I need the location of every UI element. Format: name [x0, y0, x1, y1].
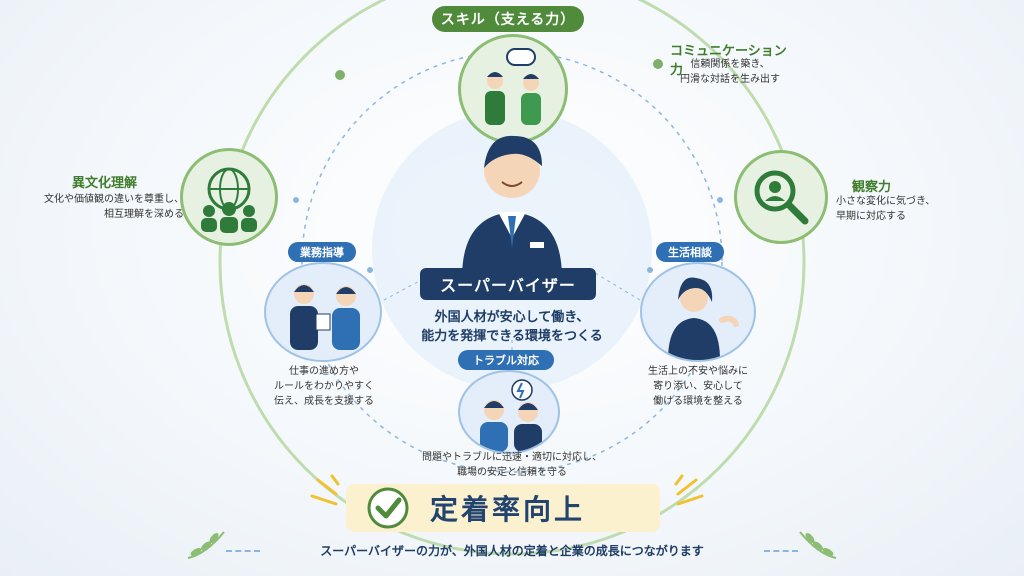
trouble-icon [458, 370, 560, 454]
laurel-right-icon [799, 531, 837, 559]
mission-line1: 外国人材が安心して働き、 [434, 310, 590, 325]
communication-title: コミュニケーション力 [670, 44, 787, 78]
magnifier-person-icon [734, 150, 828, 244]
result-text: 定着率向上 [430, 493, 586, 526]
result-banner: 定着率向上 [346, 484, 660, 532]
business-guidance-line3: 伝え、成長を支援する [274, 396, 374, 407]
observation-title: 観察力 [852, 180, 892, 195]
business-guidance-icon [264, 262, 382, 362]
life-consult-line1: 生活上の不安や悩みに [648, 366, 748, 377]
checkmark-icon [367, 487, 409, 529]
lightning-icon [516, 382, 525, 399]
business-guidance-label: 業務指導 [288, 242, 356, 262]
skill-header: スキル（支える力） [432, 6, 584, 32]
life-consult-icon [640, 262, 756, 362]
communication-people-icon [458, 34, 568, 144]
intercultural-desc: 文化や価値観の違いを尊重し、 相互理解を深める [44, 192, 184, 222]
business-guidance-line2: ルールをわかりやすく [274, 381, 374, 392]
footer-divider-right [764, 550, 798, 552]
communication-desc: 信頼関係を築き、 円滑な対話を生み出す [668, 57, 792, 87]
communication-desc-line1: 信頼関係を築き、 [690, 59, 770, 70]
sparkle-right-icon [674, 474, 704, 506]
sparkle-left-icon [310, 474, 340, 506]
supervisor-avatar [462, 135, 562, 278]
trouble-label: トラブル対応 [458, 350, 554, 370]
trouble-desc: 問題やトラブルに迅速・適切に対応し、 職場の安定と信頼を守る [404, 450, 620, 480]
life-consult-line3: 働ける環境を整える [653, 396, 743, 407]
laurel-left-icon [187, 531, 225, 559]
intercultural-desc-line1: 文化や価値観の違いを尊重し、 [44, 194, 184, 205]
intercultural-desc-line2: 相互理解を深める [104, 209, 184, 220]
life-consult-desc: 生活上の不安や悩みに 寄り添い、安心して 働ける環境を整える [636, 364, 760, 409]
globe-people-icon [180, 148, 278, 246]
life-consult-line2: 寄り添い、安心して [653, 381, 743, 392]
trouble-line1: 問題やトラブルに迅速・適切に対応し、 [422, 452, 602, 463]
supervisor-badge: スーパーバイザー [420, 268, 596, 300]
communication-desc-line2: 円滑な対話を生み出す [680, 74, 780, 85]
footer-message: スーパーバイザーの力が、外国人材の定着と企業の成長につながります [320, 544, 704, 558]
observation-desc-line1: 小さな変化に気づき、 [836, 196, 936, 207]
observation-desc: 小さな変化に気づき、 早期に対応する [836, 194, 956, 224]
life-consult-label: 生活相談 [656, 242, 724, 262]
observation-desc-line2: 早期に対応する [836, 211, 906, 222]
business-guidance-desc: 仕事の進め方や ルールをわかりやすく 伝え、成長を支援する [264, 364, 384, 409]
footer-divider-left [226, 550, 260, 552]
trouble-line2: 職場の安定と信頼を守る [457, 467, 567, 478]
intercultural-title: 異文化理解 [72, 176, 138, 191]
supervisor-mission: 外国人材が安心して働き、 能力を発揮できる環境をつくる [400, 308, 624, 346]
mission-line2: 能力を発揮できる環境をつくる [421, 329, 603, 344]
business-guidance-line1: 仕事の進め方や [289, 366, 359, 377]
